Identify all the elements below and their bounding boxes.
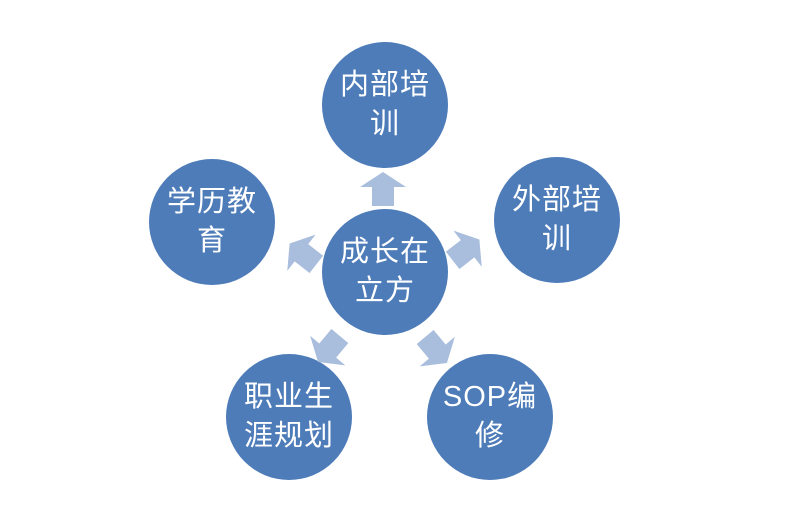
node-external-training: 外部培 训 [494,157,620,283]
node-label-line: 修 [474,420,505,452]
node-label-line: 外部培 [511,184,602,216]
node-career-planning: 职业生 涯规划 [226,354,352,480]
node-label-line: 内部培 [339,69,430,101]
node-internal-training: 内部培 训 [322,42,448,168]
node-label-line: 学历教 [166,186,257,218]
node-label-line: 训 [369,108,400,140]
arrow-lower-right-icon [407,322,464,378]
node-label-line: SOP编 [442,381,538,413]
node-label-line: 训 [541,223,572,255]
node-academic-education: 学历教 育 [149,159,275,285]
arrow-upper-right-icon [438,221,493,278]
node-center-growth-cube: 成长在 立方 [322,209,448,335]
node-label-line: 立方 [354,275,415,307]
node-label-line: 涯规划 [243,420,334,452]
node-sop-editing: SOP编 修 [427,354,553,480]
node-label-line: 育 [196,225,227,257]
node-label-line: 成长在 [339,236,430,268]
node-label-line: 职业生 [243,381,334,413]
arrow-upper-left-icon [275,225,330,282]
arrow-lower-left-icon [300,321,357,377]
arrow-up-icon [360,172,406,206]
